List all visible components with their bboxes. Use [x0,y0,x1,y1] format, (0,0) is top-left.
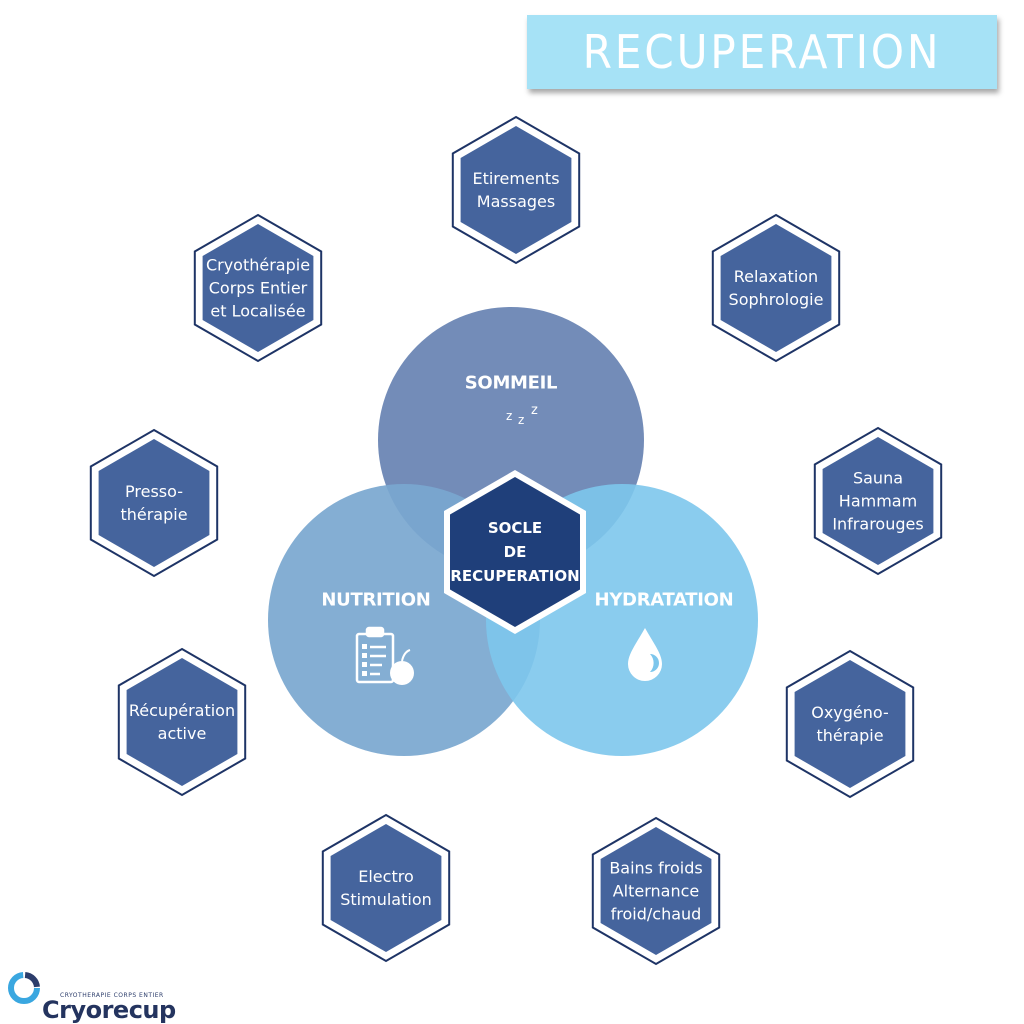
center-label-line: DE [503,543,527,561]
hexagon-label: Récupération active [117,699,247,745]
brand-logo: CRYOTHERAPIE CORPS ENTIER Cryorecup [4,966,176,1024]
hexagon-fill [126,658,238,786]
brand-tagline: CRYOTHERAPIE CORPS ENTIER [60,992,164,999]
hexagon-fill [98,439,210,567]
hexagon-label-line: Electro [358,867,414,886]
page-title: RECUPERATION [582,25,942,79]
hexagon-label-line: thérapie [120,505,188,524]
brand-name: Cryorecup [42,996,176,1024]
svg-text:z: z [531,403,538,418]
title-banner: RECUPERATION [527,15,997,89]
hexagon-layer [89,115,943,966]
hexagon-fill [330,824,442,952]
hexagon-fill [822,437,934,565]
hexagon-fill [460,126,572,254]
moon-zzz-icon: z z z [490,398,538,443]
hexagon-label-line: Oxygéno- [811,703,889,722]
hexagon-label-line: Presso- [125,482,183,501]
hexagon-label-line: active [157,724,207,743]
hexagon-fill [794,660,906,788]
hexagon-fill [202,224,314,352]
hexagon-label-line: Récupération [128,701,236,720]
center-label: SOCLE DE RECUPERATION [440,516,590,588]
hexagon-label-line: Massages [476,192,556,211]
svg-text:z: z [506,409,512,423]
hexagon-label-line: et Localisée [210,301,306,321]
hexagon-label-line: froid/chaud [610,904,702,924]
cryorecup-ring-logo-icon [8,972,40,1004]
hexagon-label-line: Alternance [612,881,700,901]
hexagon-label-line: Bains froids [609,858,703,878]
hexagon-label-line: Corps Entier [208,278,308,298]
hexagon-label-line: Etirements [472,169,560,188]
hexagon-label: Oxygéno-thérapie [785,701,915,747]
sommeil-label: SOMMEIL [464,372,558,394]
hexagon-label-line: Hammam [838,491,918,511]
clipboard-apple-icon [355,626,414,685]
hydratation-label: HYDRATATION [594,589,734,611]
hexagon-label-line: Infrarouges [832,514,924,534]
hexagon-label-line: thérapie [816,726,884,745]
nutrition-label: NUTRITION [321,589,431,611]
center-hexagon-fill [450,477,580,627]
center-label-line: SOCLE [487,519,543,537]
center-label-line: RECUPERATION [450,567,580,585]
svg-text:z: z [518,413,524,427]
hexagon-fill [720,224,832,352]
water-drop-icon [628,628,662,681]
hexagon-fill [600,827,712,955]
hexagon-label-line: Sophrologie [728,290,824,309]
hexagon-label-line: Stimulation [340,890,432,909]
center-hexagon [444,470,586,634]
hexagon-label: Presso-thérapie [89,480,219,526]
hexagon-label-line: Sauna [852,468,904,488]
hexagon-label-line: Cryothérapie [205,255,311,275]
hexagon-label-line: Relaxation [733,267,819,286]
